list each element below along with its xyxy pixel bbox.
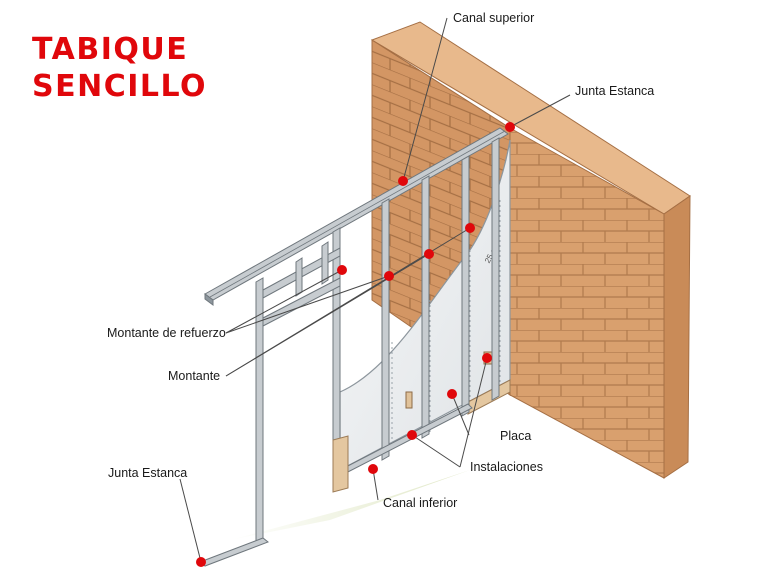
door-frame xyxy=(255,241,341,545)
pipe-outlet xyxy=(405,391,413,409)
marker-canal-inferior xyxy=(368,464,378,474)
label-canal-superior: Canal superior xyxy=(453,11,535,25)
marker-instalaciones-2 xyxy=(407,430,417,440)
marker-junta-estanca-bottom xyxy=(196,557,206,567)
wood-block xyxy=(332,435,349,493)
label-montante-refuerzo: Montante de refuerzo xyxy=(107,326,226,340)
marker-junta-estanca-top xyxy=(505,122,515,132)
marker-montante-2 xyxy=(465,223,475,233)
diagram-title-line1: TABIQUE xyxy=(32,32,189,67)
marker-montante-1 xyxy=(424,249,434,259)
label-junta-estanca-bottom: Junta Estanca xyxy=(108,466,188,480)
label-junta-estanca-top: Junta Estanca xyxy=(575,84,655,98)
label-canal-inferior: Canal inferior xyxy=(383,496,458,510)
marker-montante-refuerzo-1 xyxy=(337,265,347,275)
diagram-title-line2: SENCILLO xyxy=(32,69,208,104)
marker-placa xyxy=(447,389,457,399)
label-placa: Placa xyxy=(500,429,532,443)
brick-wall xyxy=(370,21,691,479)
marker-instalaciones-1 xyxy=(482,353,492,363)
marker-montante-refuerzo-2 xyxy=(384,271,394,281)
label-instalaciones: Instalaciones xyxy=(470,460,543,474)
label-montante: Montante xyxy=(168,369,221,383)
markers xyxy=(196,122,515,567)
marker-canal-superior xyxy=(398,176,408,186)
studs xyxy=(332,137,500,475)
leader-lines xyxy=(179,17,571,563)
